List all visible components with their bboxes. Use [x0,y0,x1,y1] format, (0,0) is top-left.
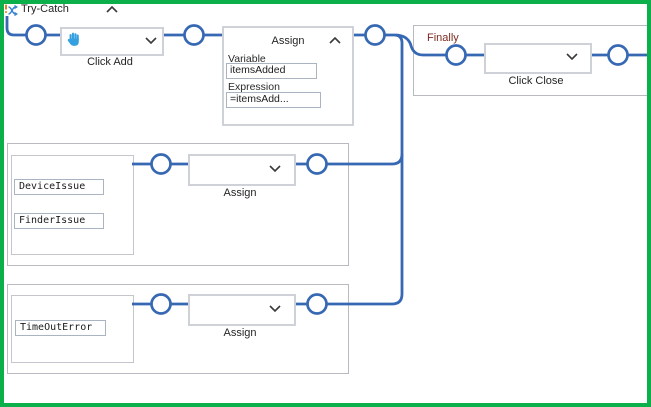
wire-finally-entry [395,33,446,57]
connector-node [607,44,629,66]
catch-2-assign-label: Assign [223,327,257,339]
chevron-up-icon[interactable] [329,37,341,44]
wire-catch1-merge [327,153,404,166]
wire-catch2-merge [327,293,404,306]
trycatch-title: Try-Catch [21,3,69,15]
chevron-down-icon[interactable] [145,37,157,44]
catch-1-assign-label: Assign [223,187,257,199]
catch-1-assign-activity[interactable] [188,154,296,186]
click-close-activity[interactable] [484,43,592,74]
catch-1-exception-panel[interactable] [11,155,134,255]
catch-1-exception-type-2[interactable]: FinderIssue [14,213,104,229]
expression-label: Expression [228,81,280,93]
wire-merge-rail [385,33,404,294]
assign-title: Assign [271,35,305,47]
variable-label: Variable [228,53,266,65]
chevron-down-icon[interactable] [566,53,578,60]
connector-node [150,153,172,175]
catch-block-2[interactable] [7,284,349,374]
collapse-chevron-up-icon[interactable] [106,6,118,13]
hand-click-icon [67,32,79,46]
chevron-down-icon[interactable] [269,305,281,312]
wire-start [5,16,26,37]
catch-1-exception-type-1[interactable]: DeviceIssue [14,179,104,195]
click-add-activity[interactable] [60,27,164,56]
connector-node [150,293,172,315]
trycatch-icon [5,4,18,17]
finally-label: Finally [427,32,459,44]
connector-node [364,24,386,46]
catch-block-1[interactable] [7,143,349,266]
connector-node [183,24,205,46]
expression-input[interactable]: =itemsAdd... [226,92,321,108]
connector-node [306,293,328,315]
chevron-down-icon[interactable] [269,165,281,172]
click-close-label: Click Close [508,75,564,87]
click-add-label: Click Add [87,56,133,68]
variable-input[interactable]: itemsAdded [226,63,317,79]
connector-node [445,44,467,66]
connector-node [306,153,328,175]
connector-node [25,24,47,46]
catch-2-exception-type-1[interactable]: TimeOutError [15,320,106,336]
catch-2-assign-activity[interactable] [188,294,296,326]
